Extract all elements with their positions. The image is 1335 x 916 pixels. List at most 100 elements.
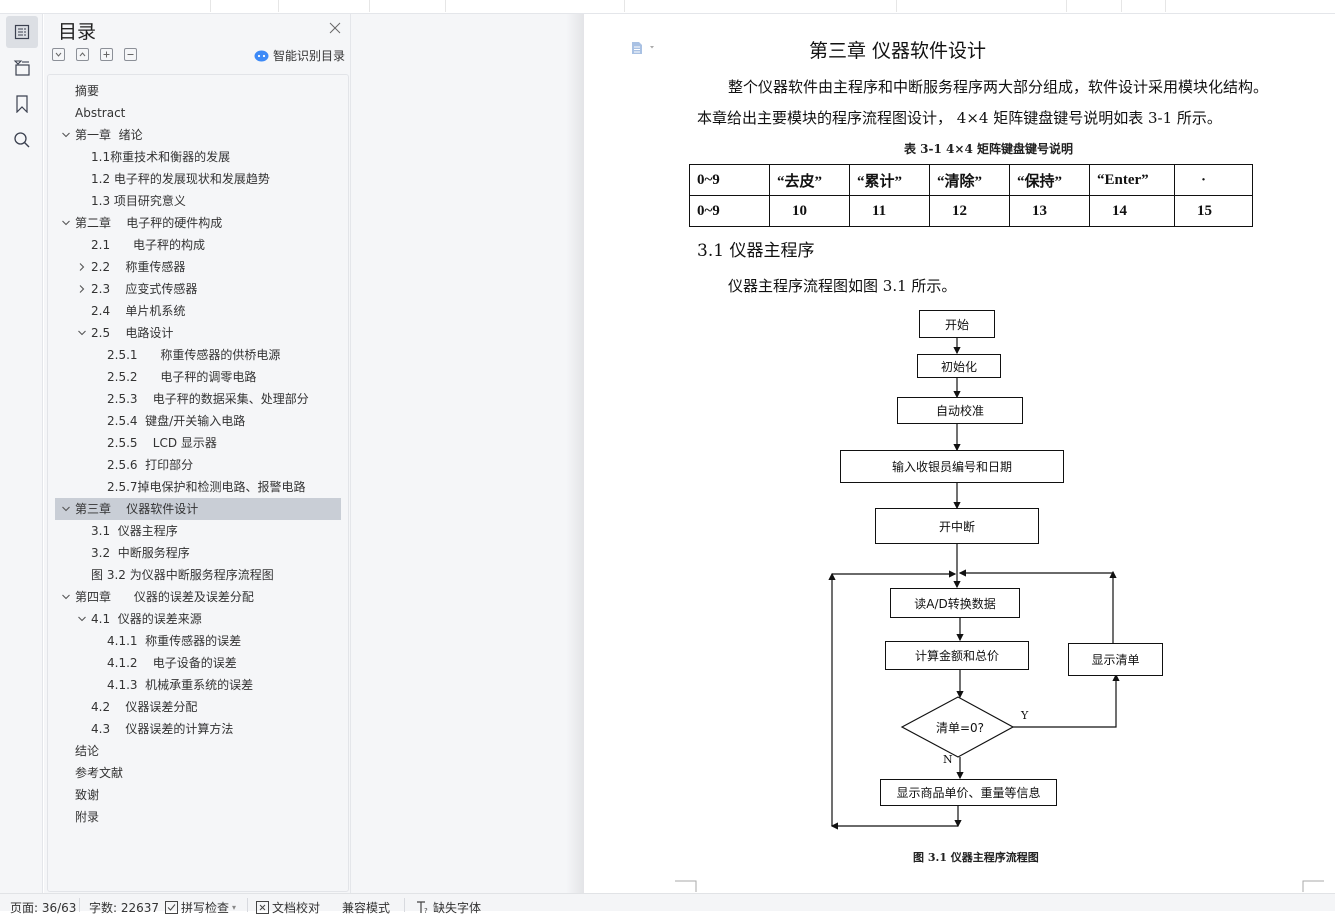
- chevron-down-icon[interactable]: [61, 592, 71, 602]
- expand-all-button[interactable]: [100, 48, 113, 61]
- toc-item[interactable]: 4.1 仪器的误差来源: [55, 608, 341, 630]
- search-icon: [14, 132, 30, 148]
- toc-item[interactable]: 2.5.2 电子秤的调零电路: [55, 366, 341, 388]
- toc-item[interactable]: 附录: [55, 806, 341, 828]
- toc-item[interactable]: 3.1 仪器主程序: [55, 520, 341, 542]
- toc-item-label: 4.3 仪器误差的计算方法: [91, 722, 234, 736]
- collapse-all-button[interactable]: [124, 48, 137, 61]
- toc-item[interactable]: 2.5.1 称重传感器的供桥电源: [55, 344, 341, 366]
- page-indicator[interactable]: 页面: 36/63: [10, 899, 76, 916]
- chevron-down-icon[interactable]: [77, 328, 87, 338]
- toc-item[interactable]: 1.1称重技术和衡器的发展: [55, 146, 341, 168]
- plus-icon: [103, 51, 110, 58]
- flow-node-show-info: 显示商品单价、重量等信息: [880, 779, 1057, 806]
- toc-item[interactable]: 1.3 项目研究意义: [55, 190, 341, 212]
- toc-item-label: 1.2 电子秤的发展现状和发展趋势: [91, 172, 270, 186]
- toc-item[interactable]: 第二章 电子秤的硬件构成: [55, 212, 341, 234]
- body-paragraph-line: 整个仪器软件由主程序和中断服务程序两大部分组成，软件设计采用模块化结构。: [728, 78, 1269, 96]
- flow-yes-label: Y: [1021, 709, 1029, 722]
- toc-item-label: 2.5.5 LCD 显示器: [107, 436, 217, 450]
- checkbox-checked-icon: [165, 901, 178, 914]
- toc-item-label: 4.2 仪器误差分配: [91, 700, 198, 714]
- rail-search-button[interactable]: [6, 124, 38, 156]
- toc-item[interactable]: 图 3.2 为仪器中断服务程序流程图: [55, 564, 341, 586]
- toc-item[interactable]: 2.5.5 LCD 显示器: [55, 432, 341, 454]
- toc-item[interactable]: 第一章 绪论: [55, 124, 341, 146]
- toc-item-label: 第二章 电子秤的硬件构成: [75, 216, 223, 230]
- toc-item[interactable]: 2.5.4 键盘/开关输入电路: [55, 410, 341, 432]
- toc-item[interactable]: 摘要: [55, 80, 341, 102]
- toc-item[interactable]: 4.1.2 电子设备的误差: [55, 652, 341, 674]
- toc-item[interactable]: 第三章 仪器软件设计: [55, 498, 341, 520]
- toc-item[interactable]: 4.1.3 机械承重系统的误差: [55, 674, 341, 696]
- toc-toolbar: [52, 48, 137, 61]
- toc-item[interactable]: 致谢: [55, 784, 341, 806]
- missing-font-button[interactable]: ? 缺失字体: [416, 899, 481, 916]
- section-title: 3.1 仪器主程序: [697, 241, 815, 261]
- toolbar-separator: [624, 0, 625, 12]
- toc-item[interactable]: 2.4 单片机系统: [55, 300, 341, 322]
- page-corner-mark: [675, 880, 697, 892]
- body-paragraph-line: 本章给出主要模块的程序流程图设计， 4×4 矩阵键盘键号说明如表 3-1 所示。: [697, 109, 1222, 127]
- bookmark-icon: [16, 95, 28, 113]
- chevron-down-icon[interactable]: [61, 218, 71, 228]
- toc-item[interactable]: 2.2 称重传感器: [55, 256, 341, 278]
- doc-options-button[interactable]: [631, 40, 657, 59]
- toc-item[interactable]: 2.5.7掉电保护和检测电路、报警电路: [55, 476, 341, 498]
- flow-node-input: 输入收银员编号和日期: [840, 450, 1064, 483]
- expand-level-button[interactable]: [52, 48, 65, 61]
- toc-item[interactable]: 2.1 电子秤的构成: [55, 234, 341, 256]
- toc-icon: [14, 24, 30, 40]
- chevron-right-icon[interactable]: [77, 284, 87, 294]
- table-cell: 0~9: [689, 164, 770, 196]
- panel-shadow: [566, 14, 584, 893]
- toc-item[interactable]: 结论: [55, 740, 341, 762]
- toolbar-separator: [278, 0, 279, 12]
- toc-item[interactable]: 4.2 仪器误差分配: [55, 696, 341, 718]
- rail-toc-button[interactable]: [6, 16, 38, 48]
- toc-item-label: 4.1.2 电子设备的误差: [107, 656, 237, 670]
- toc-item-label: 致谢: [75, 788, 100, 802]
- toc-item-label: 第三章 仪器软件设计: [75, 502, 199, 516]
- toc-list: [47, 74, 349, 892]
- toc-item[interactable]: 4.1.1 称重传感器的误差: [55, 630, 341, 652]
- top-toolbar-strip: [0, 0, 1335, 14]
- panel-divider[interactable]: [350, 14, 351, 893]
- toc-item-label: 4.1.1 称重传感器的误差: [107, 634, 242, 648]
- toc-item[interactable]: 1.2 电子秤的发展现状和发展趋势: [55, 168, 341, 190]
- toc-item[interactable]: 4.3 仪器误差的计算方法: [55, 718, 341, 740]
- dropdown-caret-icon[interactable]: ▾: [232, 903, 237, 912]
- status-separator: [79, 898, 80, 912]
- table-cell: 12: [929, 195, 1010, 227]
- toc-item[interactable]: 2.5.3 电子秤的数据采集、处理部分: [55, 388, 341, 410]
- toolbar-separator: [445, 0, 446, 12]
- toc-item[interactable]: 3.2 中断服务程序: [55, 542, 341, 564]
- word-count[interactable]: 字数: 22637: [89, 899, 159, 916]
- close-toc-button[interactable]: [327, 20, 343, 36]
- toc-item[interactable]: Abstract: [55, 102, 341, 124]
- chevron-down-icon[interactable]: [61, 130, 71, 140]
- chevron-down-icon[interactable]: [77, 614, 87, 624]
- table-cell: “清除”: [929, 164, 1010, 196]
- rail-navigation-button[interactable]: [6, 52, 38, 84]
- spellcheck-label: 拼写检查: [181, 901, 230, 915]
- toc-item[interactable]: 2.5.6 打印部分: [55, 454, 341, 476]
- smart-toc-button[interactable]: 智能识别目录: [254, 47, 345, 64]
- toc-item[interactable]: 2.5 电路设计: [55, 322, 341, 344]
- flow-node-enable-interrupt: 开中断: [875, 508, 1039, 544]
- proofread-icon: [256, 901, 269, 914]
- proofread-button[interactable]: 文档校对: [256, 899, 320, 916]
- toc-item[interactable]: 参考文献: [55, 762, 341, 784]
- toolbar-separator: [896, 0, 897, 12]
- toc-item[interactable]: 第四章 仪器的误差及误差分配: [55, 586, 341, 608]
- chevron-down-icon[interactable]: [61, 504, 71, 514]
- toc-item[interactable]: 2.3 应变式传感器: [55, 278, 341, 300]
- spellcheck-button[interactable]: 拼写检查 ▾: [165, 899, 236, 916]
- rail-bookmark-button[interactable]: [6, 88, 38, 120]
- toc-item-label: 2.5 电路设计: [91, 326, 174, 340]
- table-cell: “去皮”: [769, 164, 850, 196]
- compat-mode-label: 兼容模式: [342, 901, 391, 915]
- toc-item-label: 2.5.1 称重传感器的供桥电源: [107, 348, 281, 362]
- collapse-level-button[interactable]: [76, 48, 89, 61]
- chevron-right-icon[interactable]: [77, 262, 87, 272]
